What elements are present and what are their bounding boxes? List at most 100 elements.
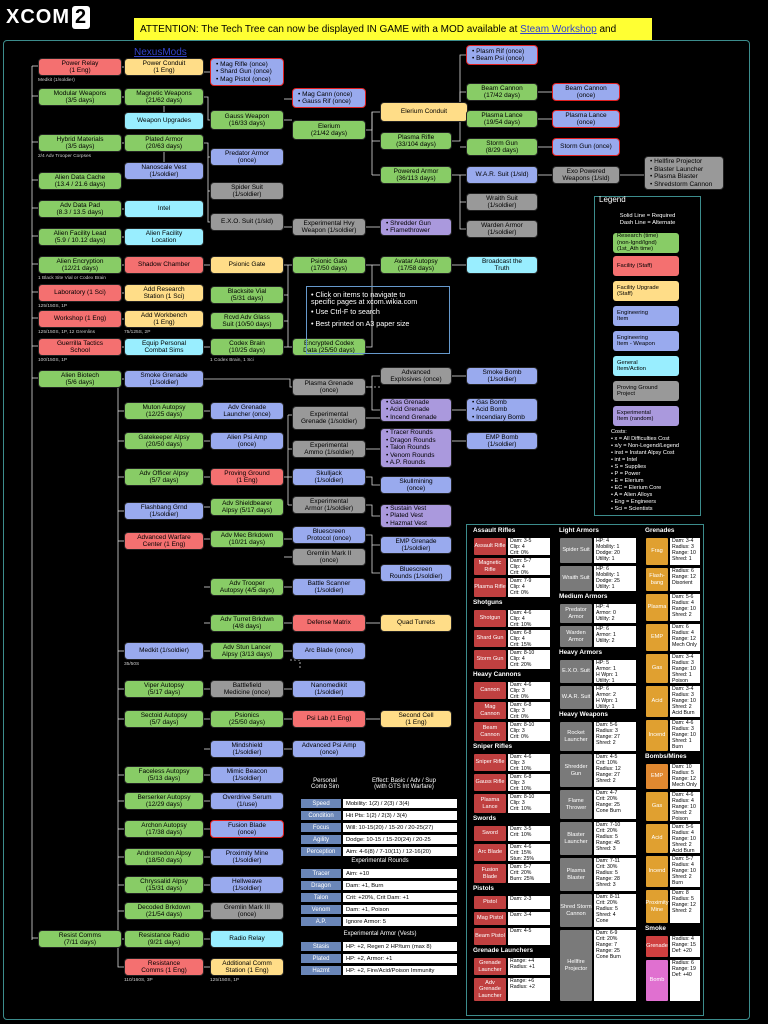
tech-node[interactable]: Workshop (1 Eng) [38, 310, 122, 328]
tech-node[interactable]: Battlefield Medicine (once) [210, 680, 284, 698]
tech-node[interactable]: Rcvd Adv Glass Suit (10/50 days) [210, 312, 284, 330]
tech-node[interactable]: Hellweave (1/soldier) [210, 876, 284, 894]
tech-node[interactable]: Advanced Psi Amp (once) [292, 740, 366, 758]
tech-node[interactable]: Storm Gun (once) [552, 138, 620, 156]
tech-node[interactable]: Second Cell (1 Eng) [380, 710, 452, 728]
tech-node[interactable]: Broadcast the Truth [466, 256, 538, 274]
tech-node[interactable]: • Gas Bomb • Acid Bomb • Incendiary Bomb [466, 398, 538, 422]
tech-node[interactable]: Power Conduit (1 Eng) [124, 58, 204, 76]
info-wiki-line[interactable]: specific pages at xcom.wikia.com [311, 297, 418, 306]
tech-node[interactable]: Alien Biotech (5/6 days) [38, 370, 122, 388]
tech-node[interactable]: Alien Psi Amp (once) [210, 432, 284, 450]
tech-node[interactable]: Storm Gun (8/29 days) [466, 138, 538, 156]
tech-node[interactable]: Andromedon Alpsy (18/50 days) [124, 848, 204, 866]
tech-node[interactable]: Advanced Explosives (once) [380, 367, 452, 385]
tech-node[interactable]: Faceless Autopsy (5/13 days) [124, 766, 204, 784]
tech-node[interactable]: Shadow Chamber [124, 256, 204, 274]
tech-node[interactable]: W.A.R. Suit (1/sld) [466, 166, 538, 184]
tech-node[interactable]: Resistance Comms (1 Eng) [124, 958, 204, 976]
tech-node[interactable]: Codex Brain (10/25 days) [210, 338, 284, 356]
steam-workshop-link[interactable]: Steam Workshop [520, 24, 597, 35]
tech-node[interactable]: • Plasm Rif (once) • Beam Psi (once) [466, 45, 538, 65]
tech-node[interactable]: Weapon Upgrades [124, 112, 204, 130]
tech-node[interactable]: • Mag Rifle (once) • Shard Gun (once) • … [210, 58, 284, 86]
tech-node[interactable]: Mindshield (1/soldier) [210, 740, 284, 758]
tech-node[interactable]: Skullmining (once) [380, 476, 452, 494]
tech-node[interactable]: Proximity Mine (1/soldier) [210, 848, 284, 866]
tech-node[interactable]: Bluescreen Rounds (1/soldier) [380, 564, 452, 582]
tech-node[interactable]: Berserker Autopsy (12/29 days) [124, 792, 204, 810]
tech-node[interactable]: Alien Encryption (12/21 days) [38, 256, 122, 274]
tech-node[interactable]: Experimental Hvy Weapon (1/soldier) [292, 218, 366, 236]
tech-node[interactable]: Magnetic Weapons (21/62 days) [124, 88, 204, 106]
tech-node[interactable]: Blacksite Vial (5/31 days) [210, 286, 284, 304]
tech-node[interactable]: Hybrid Materials (3/5 days) [38, 134, 122, 152]
tech-node[interactable]: Arc Blade (once) [292, 642, 366, 660]
tech-node[interactable]: Beam Cannon (once) [552, 83, 620, 101]
tech-node[interactable]: Adv Turret Brkdwn (4/8 days) [210, 614, 284, 632]
tech-node[interactable]: Decoded Brkdown (21/54 days) [124, 902, 204, 920]
tech-node[interactable]: Quad Turrets [380, 614, 452, 632]
tech-node[interactable]: Encrypted Codex Data (25/50 days) [292, 338, 366, 356]
tech-node[interactable]: • Shredder Gun • Flamethrower [380, 218, 452, 236]
tech-node[interactable]: Adv Shieldbearer Alpsy (5/17 days) [210, 498, 284, 516]
tech-node[interactable]: Plated Armor (20/63 days) [124, 134, 204, 152]
tech-node[interactable]: Adv Officer Alpsy (5/7 days) [124, 468, 204, 486]
tech-node[interactable]: Medkit (1/soldier) [124, 642, 204, 660]
tech-node[interactable]: Add Workbench (1 Eng) [124, 310, 204, 328]
tech-node[interactable]: Powered Armor (36/113 days) [380, 166, 452, 184]
tech-node[interactable]: Exo Powered Weapons (1/sld) [552, 166, 620, 184]
tech-node[interactable]: Add Research Station (1 Sci) [124, 284, 204, 302]
tech-node[interactable]: Viper Autopsy (5/17 days) [124, 680, 204, 698]
tech-node[interactable]: Psi Lab (1 Eng) [292, 710, 366, 728]
tech-node[interactable]: • Gas Grenade • Acid Grenade • Incend Gr… [380, 398, 452, 422]
tech-node[interactable]: • Mag Cann (once) • Gauss Rif (once) [292, 88, 366, 108]
tech-node[interactable]: Alien Facility Location [124, 228, 204, 246]
tech-node[interactable]: Gatekeeper Alpsy (20/50 days) [124, 432, 204, 450]
tech-node[interactable]: Advanced Warfare Center (1 Eng) [124, 532, 204, 550]
tech-node[interactable]: Plasma Rifle (33/104 days) [380, 132, 452, 150]
tech-node[interactable]: Sectoid Autopsy (5/7 days) [124, 710, 204, 728]
tech-node[interactable]: Avatar Autopsy (17/58 days) [380, 256, 452, 274]
tech-node[interactable]: • Sustain Vest • Plated Vest • Hazmat Ve… [380, 504, 452, 528]
tech-node[interactable]: Psionics (25/50 days) [210, 710, 284, 728]
tech-node[interactable]: Nanomedikit (1/soldier) [292, 680, 366, 698]
tech-node[interactable]: Modular Weapons (3/5 days) [38, 88, 122, 106]
tech-node[interactable]: EMP Grenade (1/soldier) [380, 536, 452, 554]
tech-node[interactable]: Beam Cannon (17/42 days) [466, 83, 538, 101]
tech-node[interactable]: Adv Trooper Autopsy (4/5 days) [210, 578, 284, 596]
tech-node[interactable]: Fusion Blade (once) [210, 820, 284, 838]
tech-node[interactable]: Smoke Bomb (1/soldier) [466, 367, 538, 385]
tech-node[interactable]: Alien Data Cache (13.4 / 21.6 days) [38, 172, 122, 190]
tech-node[interactable]: Laboratory (1 Sci) [38, 284, 122, 302]
tech-node[interactable]: Psionic Gate [210, 256, 284, 274]
tech-node[interactable]: Archon Autopsy (17/38 days) [124, 820, 204, 838]
tech-node[interactable]: Experimental Ammo (1/soldier) [292, 440, 366, 458]
tech-node[interactable]: Guerrilla Tactics School [38, 338, 122, 356]
tech-node[interactable]: Elerium Conduit [380, 102, 468, 122]
tech-node[interactable]: Battle Scanner (1/soldier) [292, 578, 366, 596]
nexusmods-link[interactable]: NexusMods [134, 47, 187, 58]
tech-node[interactable]: Bluescreen Protocol (once) [292, 526, 366, 544]
tech-node[interactable]: Proving Ground (1 Eng) [210, 468, 284, 486]
tech-node[interactable]: Wraith Suit (1/soldier) [466, 193, 538, 211]
tech-node[interactable]: Power Relay (1 Eng) [38, 58, 122, 76]
tech-node[interactable]: Radio Relay [210, 930, 284, 948]
tech-node[interactable]: Intel [124, 200, 204, 218]
tech-node[interactable]: EMP Bomb (1/soldier) [466, 432, 538, 450]
tech-node[interactable]: Resistance Radio (9/21 days) [124, 930, 204, 948]
tech-node[interactable]: Adv Grenade Launcher (once) [210, 402, 284, 420]
tech-node[interactable]: Chryssalid Alpsy (15/31 days) [124, 876, 204, 894]
tech-node[interactable]: Additional Comm Station (1 Eng) [210, 958, 284, 976]
tech-node[interactable]: Experimental Grenade (1/soldier) [292, 406, 366, 430]
tech-node[interactable]: Mimic Beacon (1/soldier) [210, 766, 284, 784]
tech-node[interactable]: Gremlin Mark II (once) [292, 548, 366, 566]
tech-node[interactable]: Adv Data Pad (8.3 / 13.5 days) [38, 200, 122, 218]
tech-node[interactable]: Nanoscale Vest (1/soldier) [124, 162, 204, 180]
tech-node[interactable]: Adv Stun Lancer Alpsy (3/13 days) [210, 642, 284, 660]
tech-node[interactable]: Elerium (21/42 days) [292, 120, 366, 140]
tech-node[interactable]: Muton Autopsy (12/25 days) [124, 402, 204, 420]
tech-node[interactable]: Defense Matrix [292, 614, 366, 632]
tech-node[interactable]: Plasma Lance (once) [552, 110, 620, 128]
tech-node[interactable]: Warden Armor (1/soldier) [466, 220, 538, 238]
